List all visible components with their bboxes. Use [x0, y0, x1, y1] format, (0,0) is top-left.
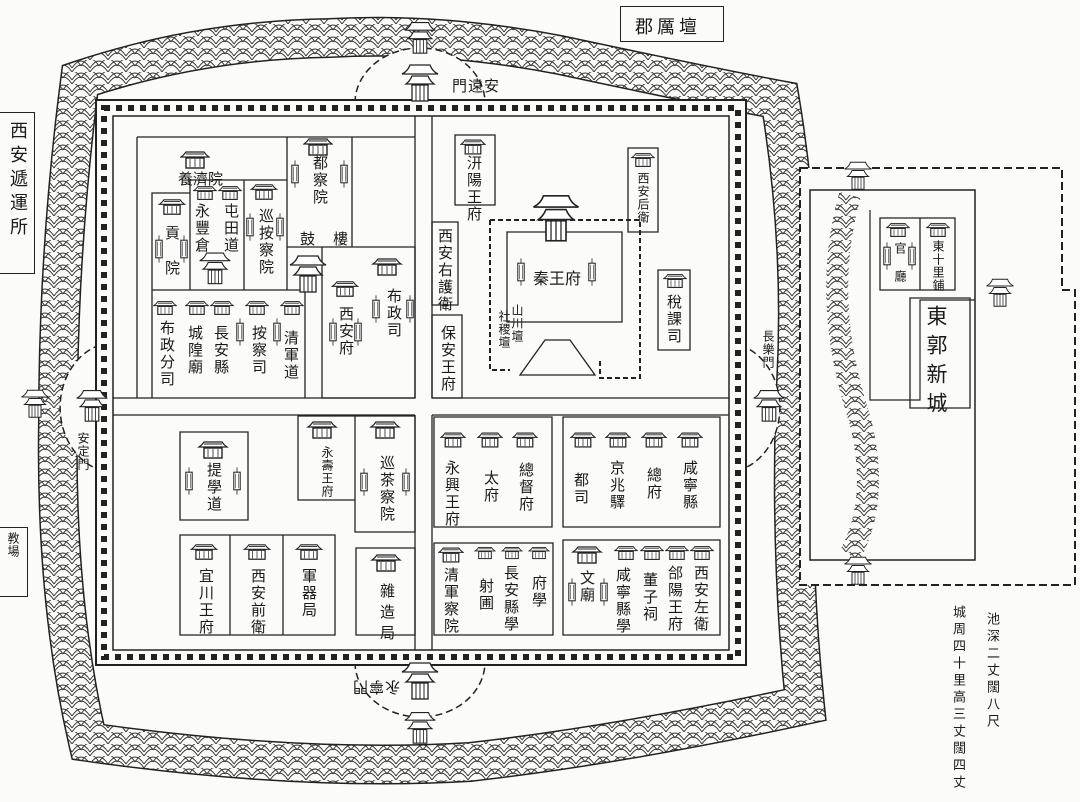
wall-note: 城周四十里高三丈闊四丈 — [950, 605, 965, 792]
xianning-school-label: 咸寧縣學 — [614, 567, 632, 635]
east-suburb-label: 東郭新城 — [924, 305, 948, 421]
qin-palace-label: 秦王府 — [533, 269, 582, 288]
dongzi-shrine-label: 董子祠 — [641, 572, 659, 623]
east-suburb-moat — [826, 191, 879, 561]
qin-palace-wall — [489, 219, 641, 379]
west-gate-label: 安定門 — [76, 432, 90, 471]
qianyang-palace-label: 汧陽王府 — [465, 155, 483, 223]
inner-city — [112, 115, 730, 651]
archery-ground-label: 射圃 — [477, 578, 495, 612]
front-guard-label: 西安前衛 — [249, 568, 267, 636]
drum-tower-label: 鼓樓 — [300, 230, 367, 248]
relief-house-label: 養濟院 — [178, 170, 224, 188]
altar-state-label: 社稷壇 — [497, 310, 511, 349]
granary-label: 永豐倉 — [193, 203, 211, 254]
wall-crenellation — [101, 105, 741, 660]
east-gate-label: 長樂門 — [761, 330, 775, 369]
regional-command-label: 都司 — [572, 472, 590, 506]
tax-office-label: 稅課司 — [665, 294, 683, 345]
city-god-temple-label: 城隍廟 — [186, 325, 204, 376]
xian-prefecture-label: 西安府 — [337, 306, 355, 357]
official-hall-label: 官廳 — [893, 242, 907, 298]
relay-station-box: 西安遞運所 — [0, 112, 35, 274]
inspector-court-label: 巡按察院 — [257, 208, 275, 276]
exam-hall-label: 貢院 — [163, 225, 181, 295]
zongfu-label: 總府 — [645, 467, 663, 501]
altar-mountains-label: 山川壇 — [510, 304, 524, 343]
governor-general-label: 總督府 — [517, 462, 535, 513]
provincial-admin-label: 布政司 — [385, 288, 403, 339]
east-post-label: 東十里鋪 — [931, 240, 945, 292]
right-guard-label: 西安右護衛 — [436, 228, 454, 313]
yongshou-palace-label: 永壽王府 — [320, 446, 334, 498]
east-suburb-inner — [809, 189, 976, 561]
changan-county-label: 長安縣 — [212, 325, 230, 376]
education-circuit-label: 提學道 — [205, 462, 223, 513]
censorate-label: 都察院 — [311, 155, 329, 206]
confucius-temple-label: 文廟 — [578, 570, 596, 604]
taifu-label: 太府 — [482, 470, 500, 504]
judicial-commission-label: 按察司 — [250, 325, 268, 376]
yongxing-palace-label: 永興王府 — [443, 460, 461, 528]
workshop-label: 雜造局 — [378, 583, 396, 646]
prefecture-school-label: 府學 — [530, 575, 548, 609]
east-suburb-road — [869, 210, 975, 401]
north-gate-label: 安遠門 — [452, 77, 501, 95]
title-text: 郡厲壇 — [635, 17, 701, 38]
yichuan-palace-label: 宜川王府 — [197, 568, 215, 636]
rear-guard-label: 西安后衛 — [636, 172, 650, 224]
south-outer-gate-icon — [404, 711, 436, 744]
changan-school-label: 長安縣學 — [502, 565, 520, 633]
moat-water — [39, 18, 826, 783]
drill-ground-label: 教場 — [6, 532, 20, 558]
title-box: 郡厲壇 — [620, 6, 724, 42]
baoan-palace-label: 保安王府 — [439, 325, 457, 393]
tea-inspector-label: 巡茶察院 — [378, 455, 396, 523]
military-circuit-label: 清軍道 — [282, 330, 300, 381]
drill-ground-box: 教場 — [0, 527, 28, 597]
xianning-county-label: 咸寧縣 — [681, 460, 699, 511]
military-court-label: 清軍察院 — [442, 567, 460, 635]
jingzhao-station-label: 京兆驛 — [608, 460, 626, 511]
farm-circuit-label: 屯田道 — [222, 203, 240, 254]
heyang-palace-label: 郃陽王府 — [666, 565, 684, 633]
armory-label: 軍器局 — [300, 568, 318, 619]
south-gate-label: 永寧門 — [352, 678, 401, 696]
relay-station-label: 西安遞運所 — [7, 121, 28, 241]
provincial-branch-label: 布政分司 — [158, 320, 176, 388]
left-guard-label: 西安左衛 — [692, 565, 710, 633]
moat-note: 池深二丈闊八尺 — [984, 612, 999, 731]
